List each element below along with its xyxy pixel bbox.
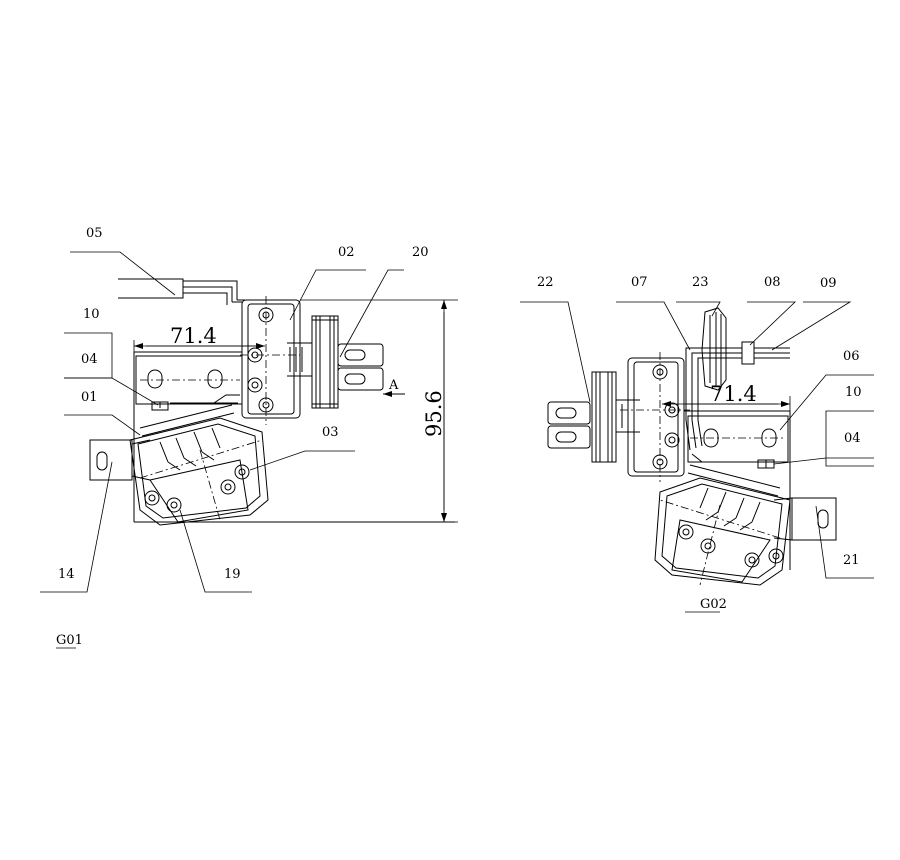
part-label-03: 03 <box>322 425 339 440</box>
part-label-20: 20 <box>412 245 429 260</box>
part-label-07: 07 <box>631 275 648 290</box>
part-label-14: 14 <box>58 567 75 582</box>
part-label-09: 09 <box>820 276 837 291</box>
part-labels-g01: 05 02 20 10 04 01 03 14 19 <box>58 226 429 582</box>
view-marker-label: A <box>388 378 399 393</box>
mounting-tab-part-14 <box>89 439 151 481</box>
caption-g02: G02 <box>700 597 727 612</box>
part-label-21: 21 <box>843 553 860 568</box>
part-label-04-g02: 04 <box>844 431 861 446</box>
dimension-horizontal-g02: 71.4 <box>662 382 791 411</box>
part-label-23: 23 <box>692 275 709 290</box>
clip-assembly-part-22 <box>547 371 640 463</box>
part-labels-g02: 22 07 23 08 09 06 10 04 21 <box>537 275 862 568</box>
part-label-22: 22 <box>537 275 554 290</box>
cable-part-07 <box>685 307 790 451</box>
part-label-06: 06 <box>843 349 860 364</box>
dimension-horizontal-g01: 71.4 <box>133 324 265 352</box>
dimension-label-71-4-g02: 71.4 <box>710 382 757 406</box>
leader-lines-g02 <box>520 301 874 579</box>
dimension-label-71-4-g01: 71.4 <box>170 324 217 348</box>
part-label-02: 02 <box>338 245 355 260</box>
view-marker-a: A <box>383 378 405 397</box>
dimension-vertical-g01: 95.6 <box>270 299 458 523</box>
view-g02: 71.4 22 07 23 08 09 06 10 04 21 G0 <box>520 275 874 613</box>
view-caption-g01: G01 <box>56 633 83 649</box>
hinge-bracket-part-02 <box>240 296 301 425</box>
clip-assembly-part-20 <box>287 315 384 409</box>
part-label-10: 10 <box>83 307 100 322</box>
dimension-label-95-6-g01: 95.6 <box>422 390 446 437</box>
caption-g01: G01 <box>56 633 83 648</box>
switch-assembly-part-03 <box>129 394 269 526</box>
hinge-bracket-part-06 <box>620 352 690 482</box>
part-label-08: 08 <box>764 275 781 290</box>
view-g01: 71.4 95.6 A 05 02 <box>40 226 458 649</box>
part-label-05: 05 <box>86 226 103 241</box>
part-label-10-g02: 10 <box>845 385 862 400</box>
part-label-04: 04 <box>81 352 98 367</box>
mounting-tab-part-21 <box>773 497 837 541</box>
view-caption-g02: G02 <box>685 597 727 613</box>
leader-lines-g01 <box>40 251 404 593</box>
switch-assembly-g02 <box>654 453 791 586</box>
part-label-19: 19 <box>224 567 241 582</box>
cable-part-05 <box>118 278 245 305</box>
part-label-01: 01 <box>81 390 98 405</box>
